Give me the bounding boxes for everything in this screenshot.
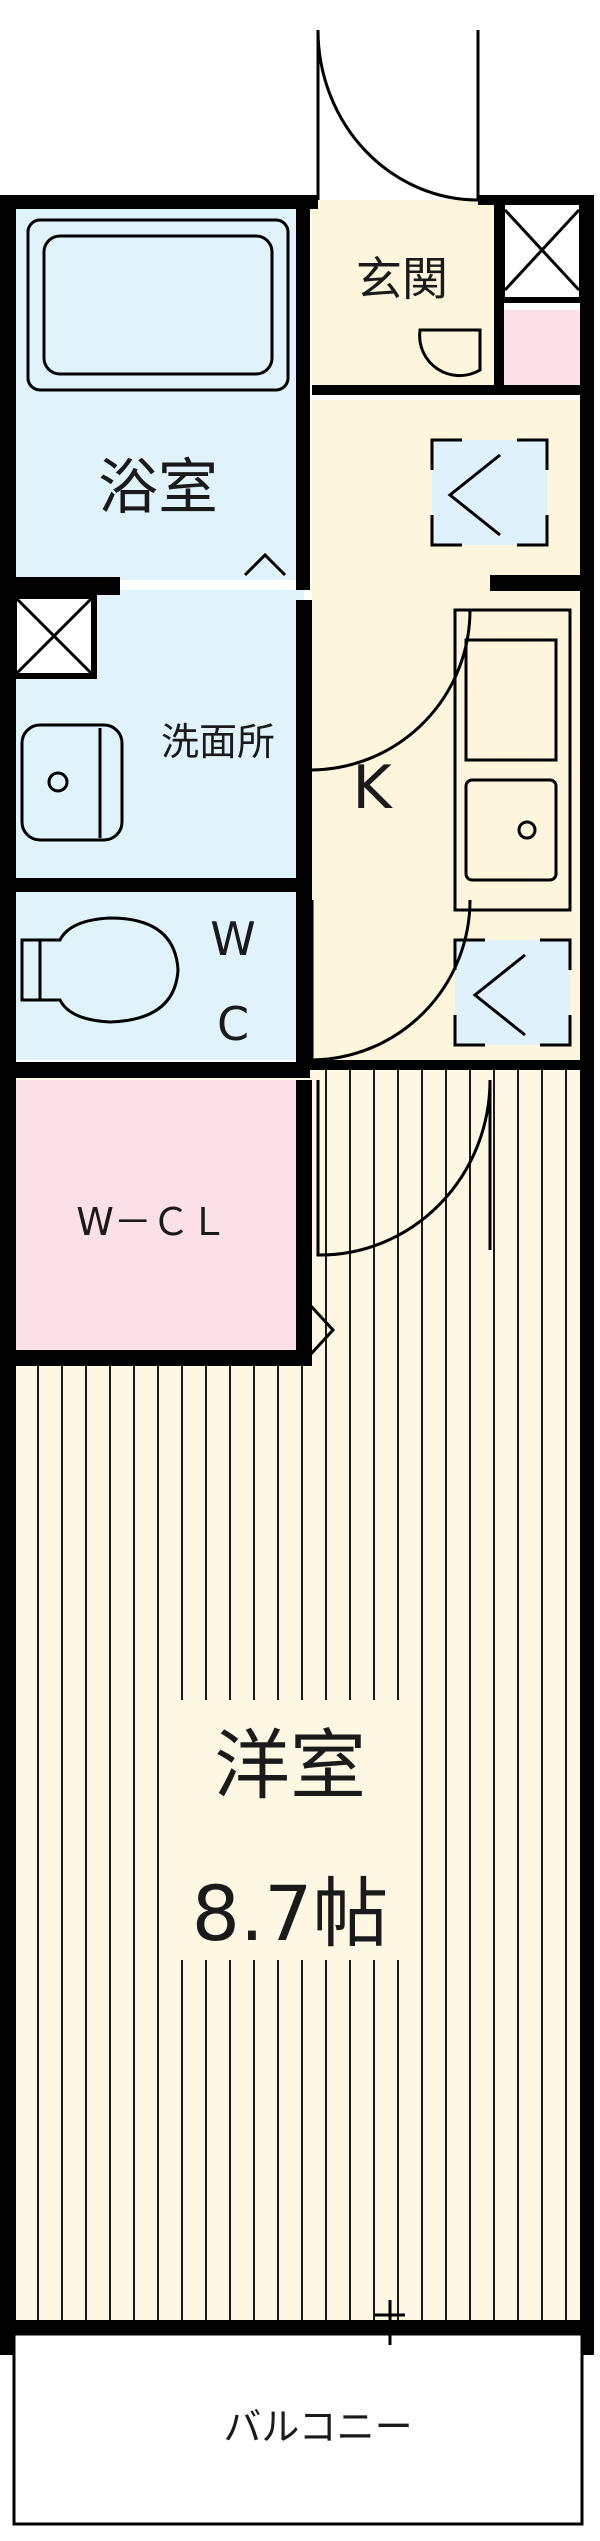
kitchen-door-swing	[311, 609, 472, 772]
label-toilet-w: W	[210, 912, 255, 966]
wall-entrance-right	[494, 200, 504, 390]
entrance-shoebox	[502, 310, 582, 390]
vent-marker-upper	[430, 438, 549, 547]
kitchen-counter-icon	[453, 608, 572, 912]
room-label-backdrop	[170, 1700, 410, 1960]
washbasin-drain	[47, 771, 69, 793]
wall-outer-right	[580, 195, 594, 2355]
wall-outer-top-left	[0, 195, 318, 209]
vent-marker-lower	[453, 938, 572, 1047]
label-western-room: 洋室	[214, 1721, 366, 1810]
wall-bath-right	[296, 200, 310, 590]
wall-kitchen-bottom	[312, 1060, 594, 1070]
closet-overlay	[14, 1080, 304, 1350]
label-balcony: バルコニー	[223, 2405, 412, 2449]
bathtub-icon	[26, 218, 290, 392]
wall-outer-bottom	[0, 2320, 594, 2334]
wall-toilet-bottom	[0, 1062, 310, 1078]
stove-icon	[464, 638, 558, 762]
storage-x2	[12, 594, 96, 678]
label-bath: 浴室	[98, 453, 218, 523]
wall-wash-right	[296, 600, 312, 1070]
wall-closet-right	[296, 1080, 312, 1360]
label-kitchen: K	[352, 753, 393, 823]
label-toilet-c: C	[217, 997, 249, 1051]
label-entrance: 玄関	[356, 252, 448, 306]
toilet-area	[14, 890, 304, 1060]
wall-wash-bottom	[0, 878, 310, 892]
wall-outer-left	[0, 195, 16, 2355]
kitchen-sink-icon	[464, 778, 558, 882]
wall-kitchen-right-stub	[490, 575, 594, 591]
wall-entrance-bottom	[312, 385, 592, 395]
bath-door-icon	[243, 552, 287, 577]
bathtub-inner	[42, 234, 274, 376]
toilet-door-swing	[310, 899, 472, 1062]
toilet-icon	[20, 916, 180, 1024]
wall-closet-bottom	[0, 1350, 312, 1366]
entrance-step	[418, 328, 482, 378]
wall-bath-bottom	[0, 577, 120, 595]
washbasin-icon	[20, 723, 124, 842]
label-washroom: 洗面所	[161, 720, 275, 764]
entrance-area	[312, 200, 502, 390]
closet-door-icon	[308, 1303, 336, 1357]
room-door-swing	[316, 1079, 492, 1257]
entrance-x2	[503, 208, 581, 292]
label-closet: W－ＣＬ	[76, 1200, 228, 1244]
front-door-swing	[316, 29, 479, 202]
wall-outer-top-right	[478, 195, 594, 205]
balcony-area	[12, 2332, 584, 2526]
label-western-room-size: 8.7帖	[192, 1869, 389, 1958]
sink-drain	[517, 820, 537, 840]
